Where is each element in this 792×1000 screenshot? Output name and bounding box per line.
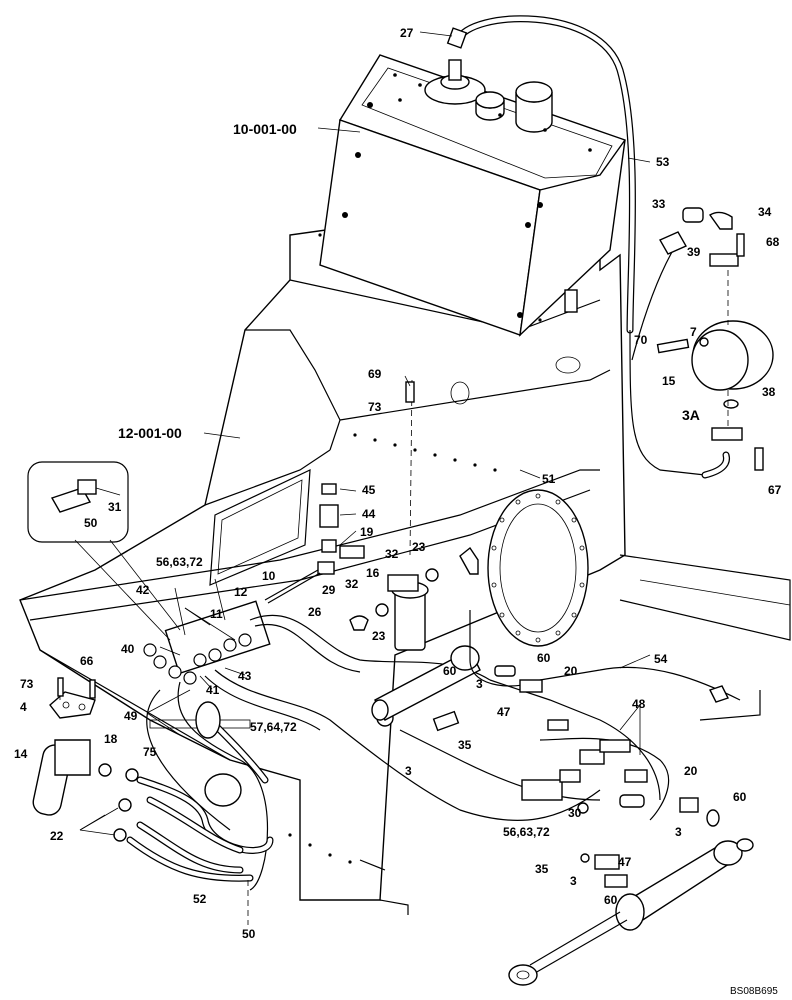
callout-48: 48 [632, 697, 646, 711]
callout-12: 12 [234, 585, 248, 599]
callout-45: 45 [362, 483, 376, 497]
callout-49: 49 [124, 709, 138, 723]
callout-70: 70 [634, 333, 648, 347]
callout-33: 33 [652, 197, 666, 211]
callout-60-b: 60 [443, 664, 457, 678]
callout-42: 42 [136, 583, 150, 597]
callout-35-b: 35 [535, 862, 549, 876]
label-tank-assembly: 10-001-00 [233, 121, 297, 137]
callout-22: 22 [50, 829, 64, 843]
callout-20-a: 20 [564, 664, 578, 678]
callout-20-b: 20 [684, 764, 698, 778]
label-frame-assembly: 12-001-00 [118, 425, 182, 441]
callout-75: 75 [143, 745, 157, 759]
callout-73-lower: 73 [20, 677, 34, 691]
callout-3-c: 3 [675, 825, 682, 839]
callout-19: 19 [360, 525, 374, 539]
callout-47-a: 47 [497, 705, 511, 719]
callout-43: 43 [238, 669, 252, 683]
return-filter-assembly [629, 207, 774, 479]
labels: 10-001-00 12-001-00 27 53 33 34 39 68 70… [14, 26, 782, 997]
callout-68: 68 [766, 235, 780, 249]
left-filter [32, 677, 139, 842]
callout-3-b: 3 [405, 764, 412, 778]
callout-60-d: 60 [604, 893, 618, 907]
callout-47-b: 47 [618, 855, 632, 869]
callout-30: 30 [568, 806, 582, 820]
callout-53: 53 [656, 155, 670, 169]
callout-60-a: 60 [537, 651, 551, 665]
callout-32-lower: 32 [345, 577, 359, 591]
callout-50-bottom: 50 [242, 927, 256, 941]
callout-52: 52 [193, 892, 207, 906]
callout-69: 69 [368, 367, 382, 381]
callout-67: 67 [768, 483, 782, 497]
callout-16: 16 [366, 566, 380, 580]
right-hydraulics [371, 610, 761, 986]
callout-51: 51 [542, 472, 556, 486]
callout-10: 10 [262, 569, 276, 583]
callout-39: 39 [687, 245, 701, 259]
main-frame [19, 199, 791, 915]
callout-66: 66 [80, 654, 94, 668]
callout-56-63-72-lower: 56,63,72 [503, 825, 550, 839]
valve-block [143, 600, 601, 891]
callout-73-upper: 73 [368, 400, 382, 414]
callout-26: 26 [308, 605, 322, 619]
callout-18: 18 [104, 732, 118, 746]
callout-32-upper: 32 [385, 547, 399, 561]
callout-56-63-72-upper: 56,63,72 [156, 555, 203, 569]
callout-44: 44 [362, 507, 376, 521]
callout-29: 29 [322, 583, 336, 597]
callout-31: 31 [108, 500, 122, 514]
callout-34: 34 [758, 205, 772, 219]
lower-hoses [126, 701, 274, 925]
drawing-reference-code: BS08B695 [730, 986, 778, 997]
callout-7: 7 [690, 325, 697, 339]
callout-35-a: 35 [458, 738, 472, 752]
callout-23-lower: 23 [372, 629, 386, 643]
callout-41: 41 [206, 683, 220, 697]
callout-3A: 3A [682, 407, 700, 423]
callout-3-d: 3 [570, 874, 577, 888]
leader-lines [79, 31, 651, 836]
inline-filter [264, 379, 479, 651]
callout-38: 38 [762, 385, 776, 399]
callout-57-64-72: 57,64,72 [250, 720, 297, 734]
callout-11: 11 [210, 607, 223, 621]
callout-15: 15 [662, 374, 676, 388]
callout-40: 40 [121, 642, 135, 656]
callout-54: 54 [654, 652, 668, 666]
callout-23-upper: 23 [412, 540, 426, 554]
callout-4: 4 [20, 700, 27, 714]
hydraulic-tank [319, 15, 636, 337]
callout-27: 27 [400, 26, 414, 40]
callout-50-inset: 50 [84, 516, 98, 530]
callout-14: 14 [14, 747, 28, 761]
callout-3-a: 3 [476, 677, 483, 691]
callout-60-c: 60 [733, 790, 747, 804]
detail-inset [27, 461, 181, 641]
